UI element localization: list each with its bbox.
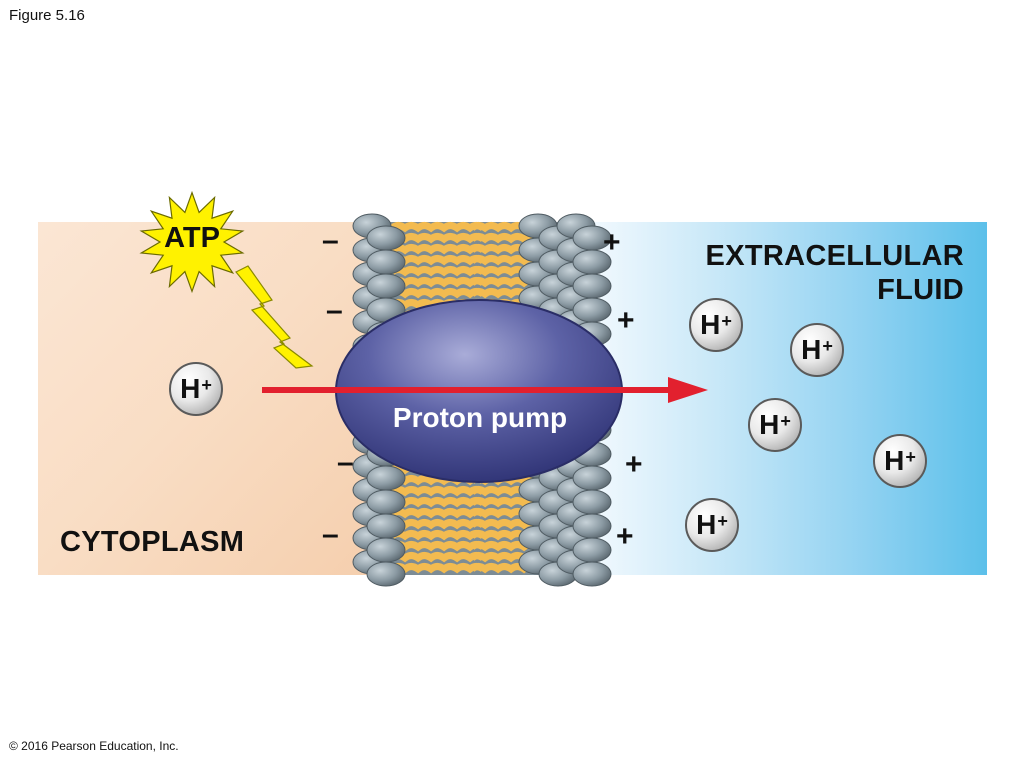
hydrogen-ion-cytoplasm: H+ (169, 362, 223, 416)
phospholipid-head (572, 273, 612, 299)
phospholipid-head (366, 465, 406, 491)
phospholipid-head (366, 537, 406, 563)
extracellular-region (590, 222, 987, 575)
negative-charge: – (326, 294, 343, 327)
phospholipid-head (366, 513, 406, 539)
positive-charge: + (617, 304, 635, 337)
lipid-tail (389, 277, 486, 288)
phospholipid-head (572, 537, 612, 563)
figure-label: Figure 5.16 (9, 7, 85, 24)
atp-burst (139, 190, 245, 294)
negative-charge: – (322, 518, 339, 551)
lipid-tail (389, 288, 486, 299)
lipid-tail (389, 233, 486, 244)
negative-charge: – (337, 446, 354, 479)
phospholipid-head (572, 561, 612, 587)
atp-label: ATP (164, 222, 220, 254)
proton-flow-arrow (262, 377, 708, 403)
copyright-notice: © 2016 Pearson Education, Inc. (9, 739, 179, 753)
extracellular-label-line2: FLUID (877, 274, 964, 306)
extracellular-label-line1: EXTRACELLULAR (705, 240, 964, 272)
lipid-tail (389, 552, 486, 563)
hydrogen-ion: H+ (873, 434, 927, 488)
lipid-tail (389, 519, 486, 530)
phospholipid-head (366, 273, 406, 299)
hydrogen-ion: H+ (748, 398, 802, 452)
positive-charge: + (616, 520, 634, 553)
phospholipid-head (572, 489, 612, 515)
lipid-tail (389, 255, 486, 266)
phospholipid-head (366, 249, 406, 275)
phospholipid-head (366, 225, 406, 251)
positive-charge: + (603, 226, 621, 259)
extracellular-label: EXTRACELLULAR FLUID (706, 239, 964, 307)
lipid-tail (389, 222, 486, 233)
positive-charge: + (625, 448, 643, 481)
phospholipid-head (572, 513, 612, 539)
phospholipid-head (366, 489, 406, 515)
lipid-tail (389, 244, 486, 255)
negative-charge: – (322, 224, 339, 257)
lipid-tail (389, 266, 486, 277)
energy-bolt (235, 265, 314, 369)
lipid-tail (389, 541, 486, 552)
lipid-tail (389, 530, 486, 541)
hydrogen-ion: H+ (685, 498, 739, 552)
lipid-tail (389, 486, 486, 497)
phospholipid-head (366, 561, 406, 587)
hydrogen-ion: H+ (790, 323, 844, 377)
lipid-tail (389, 508, 486, 519)
phospholipid-head (572, 465, 612, 491)
phospholipid-head (572, 297, 612, 323)
lipid-tail (389, 563, 486, 574)
lipid-tail (389, 497, 486, 508)
cytoplasm-label: CYTOPLASM (60, 526, 245, 558)
proton-pump-label: Proton pump (392, 402, 568, 433)
hydrogen-ion: H+ (689, 298, 743, 352)
